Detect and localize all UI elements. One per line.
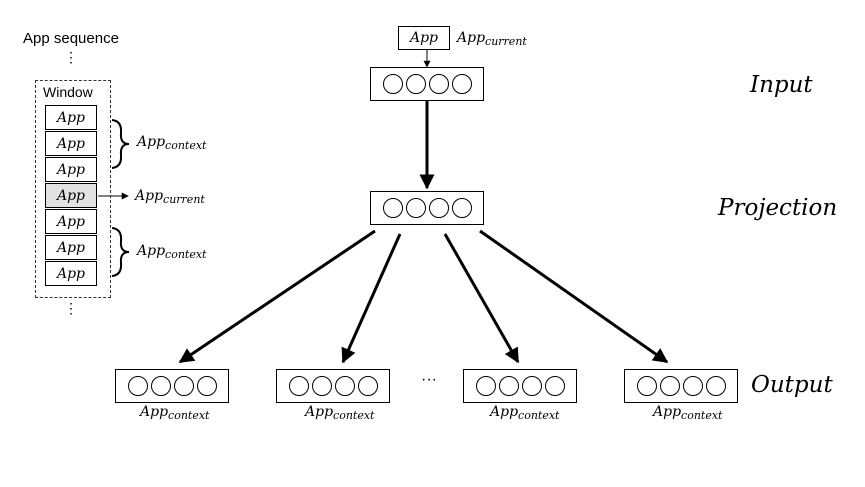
input-layer-label: Input [750,72,813,98]
sequence-title: App sequence [23,30,119,47]
neuron [405,74,426,94]
neuron [288,376,309,396]
output-label-3: Appcontext [490,404,560,422]
neuron [428,74,449,94]
neuron [428,198,449,218]
window-cell-current: App [45,183,97,208]
projection-to-output-1-arrow [178,229,376,364]
projection-to-output-3-arrow [443,233,520,364]
neuron [382,198,403,218]
neuron [705,376,726,396]
neuron [451,74,472,94]
neuron [636,376,657,396]
window-cell: App [45,209,97,234]
output-layer-label: Output [751,372,833,398]
context-label-bottom: Appcontext [137,243,207,261]
input-token-box: App [398,26,450,50]
output-vector-1 [115,369,229,403]
context-brace-top [111,119,130,169]
context-label-top: Appcontext [137,134,207,152]
window-cell: App [45,235,97,260]
window-cell: App [45,157,97,182]
output-vector-3 [463,369,577,403]
neuron [382,74,403,94]
sequence-ellipsis-bottom: ⋮ [64,300,78,316]
neuron [682,376,703,396]
neuron [521,376,542,396]
neuron [334,376,355,396]
context-brace-bottom [111,227,130,277]
output-vector-2 [276,369,390,403]
output-label-4: Appcontext [653,404,723,422]
sequence-ellipsis-top: ⋮ [64,49,78,65]
input-vector [370,67,484,101]
output-vector-4 [624,369,738,403]
neuron [544,376,565,396]
neuron [498,376,519,396]
neuron [659,376,680,396]
neuron [311,376,332,396]
neuron [475,376,496,396]
neuron [357,376,378,396]
neuron [173,376,194,396]
output-label-2: Appcontext [305,404,375,422]
output-ellipsis: ··· [421,371,437,388]
projection-to-output-2-arrow [341,233,402,364]
window-box [35,80,111,298]
window-cell: App [45,261,97,286]
window-label: Window [43,84,93,100]
current-label: Appcurrent [135,188,205,206]
projection-to-output-4-arrow [479,229,669,364]
projection-layer-label: Projection [718,195,838,221]
output-label-1: Appcontext [140,404,210,422]
neuron [196,376,217,396]
neuron [451,198,472,218]
window-cell: App [45,131,97,156]
neuron [127,376,148,396]
window-cell: App [45,105,97,130]
neuron [405,198,426,218]
input-token-label: Appcurrent [457,30,527,48]
projection-vector [370,191,484,225]
neuron [150,376,171,396]
